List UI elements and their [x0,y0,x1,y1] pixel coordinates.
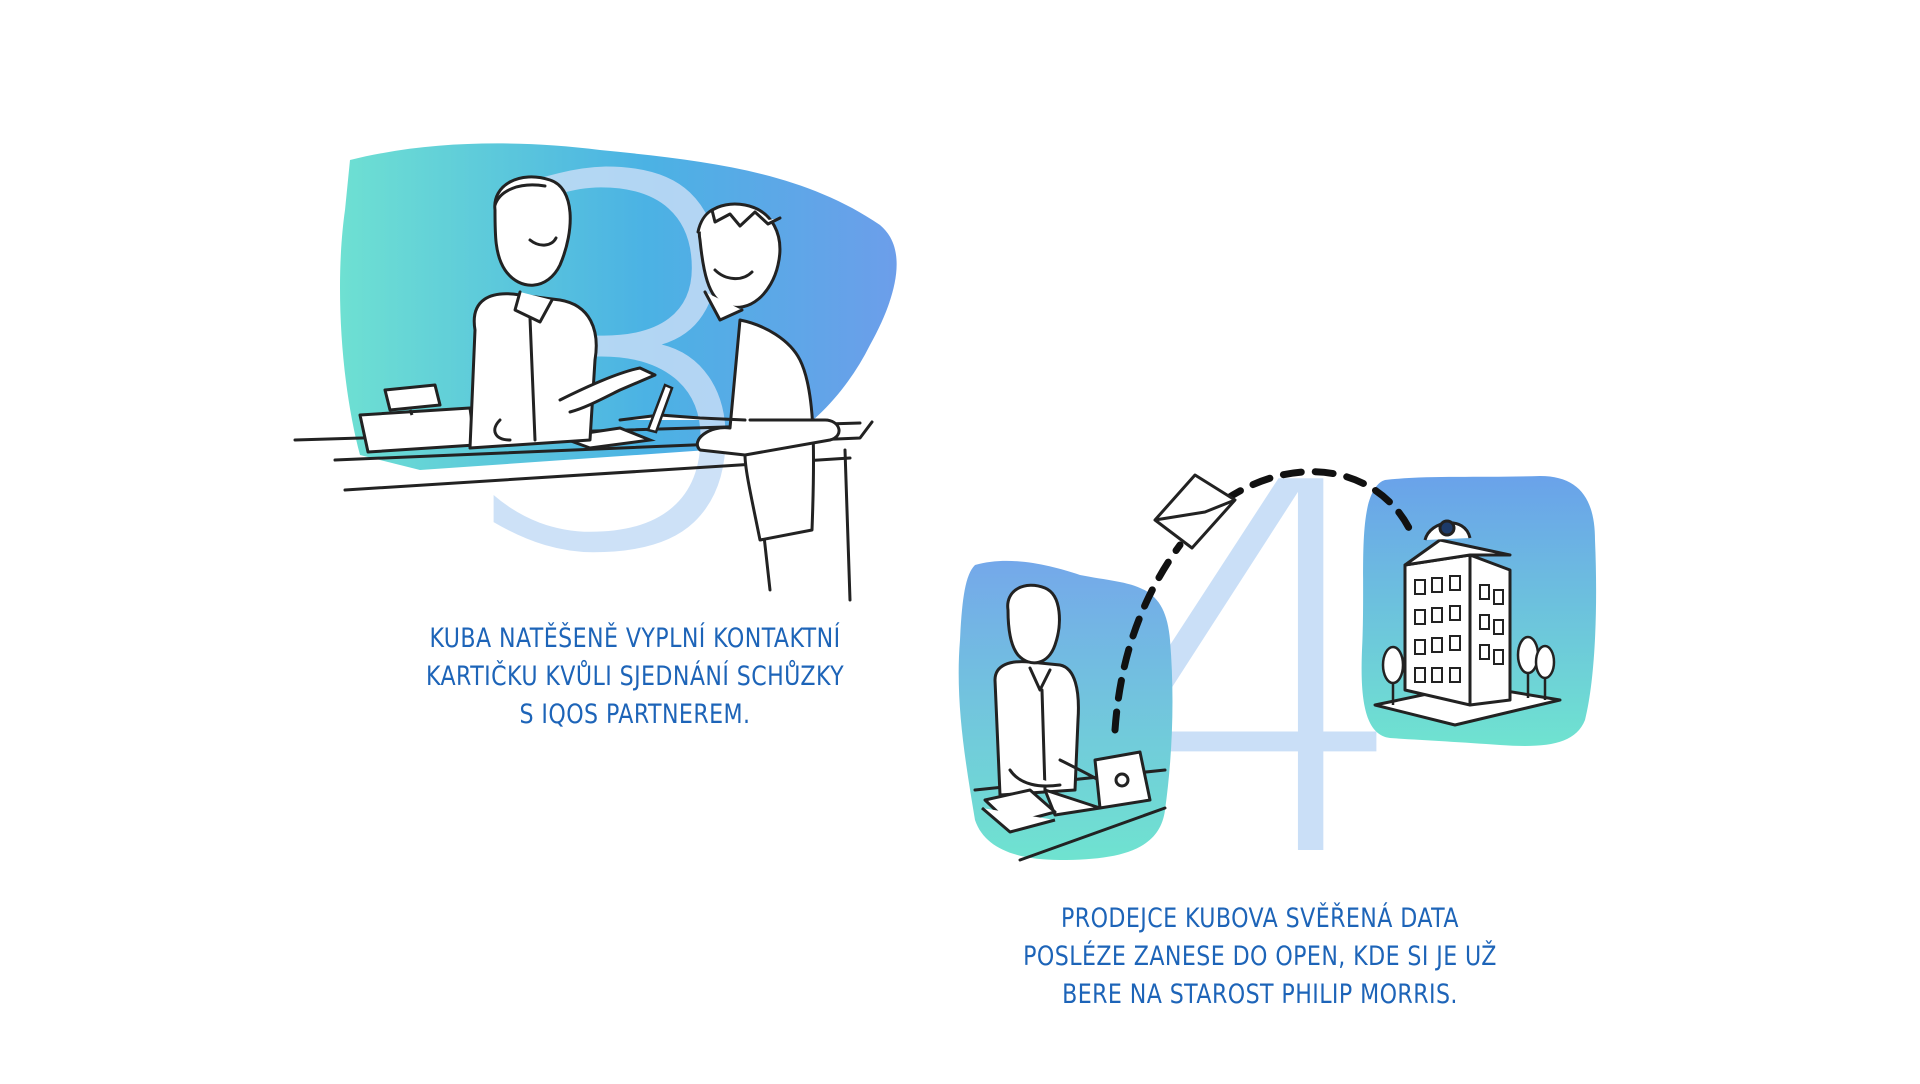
pen [646,383,674,434]
seller-figure [468,175,657,450]
step-3-illustration: 3 [293,73,897,666]
step-4-illustration: 4 [958,378,1597,971]
step-4-caption-line: posléze zanese do OPEN, kde si je už [1023,941,1497,972]
customer-figure [618,202,841,542]
laptop-icon [1043,750,1152,817]
contact-card [559,426,656,450]
step-3-caption-line: s IQOS partnerem. [519,699,751,730]
step-4-caption-line: bere na starost Philip Morris. [1062,979,1458,1010]
step-3-caption-line: kartičku kvůli sjednání schůzky [425,661,845,692]
card-terminal [358,383,477,454]
data-transfer-path [1111,468,1414,734]
step-4-caption-line: Prodejce Kubova svěřená data [1061,903,1459,934]
building-windows [1414,575,1504,683]
envelope-icon [1153,473,1237,550]
step-3-caption: Kuba natěšeně vyplní kontaktní kartičku … [323,620,946,734]
step-3-caption-line: Kuba natěšeně vyplní kontaktní [429,623,841,654]
step-4-caption: Prodejce Kubova svěřená data posléze zan… [948,900,1571,1014]
notebook-stack [981,788,1057,834]
trees [1381,635,1556,705]
